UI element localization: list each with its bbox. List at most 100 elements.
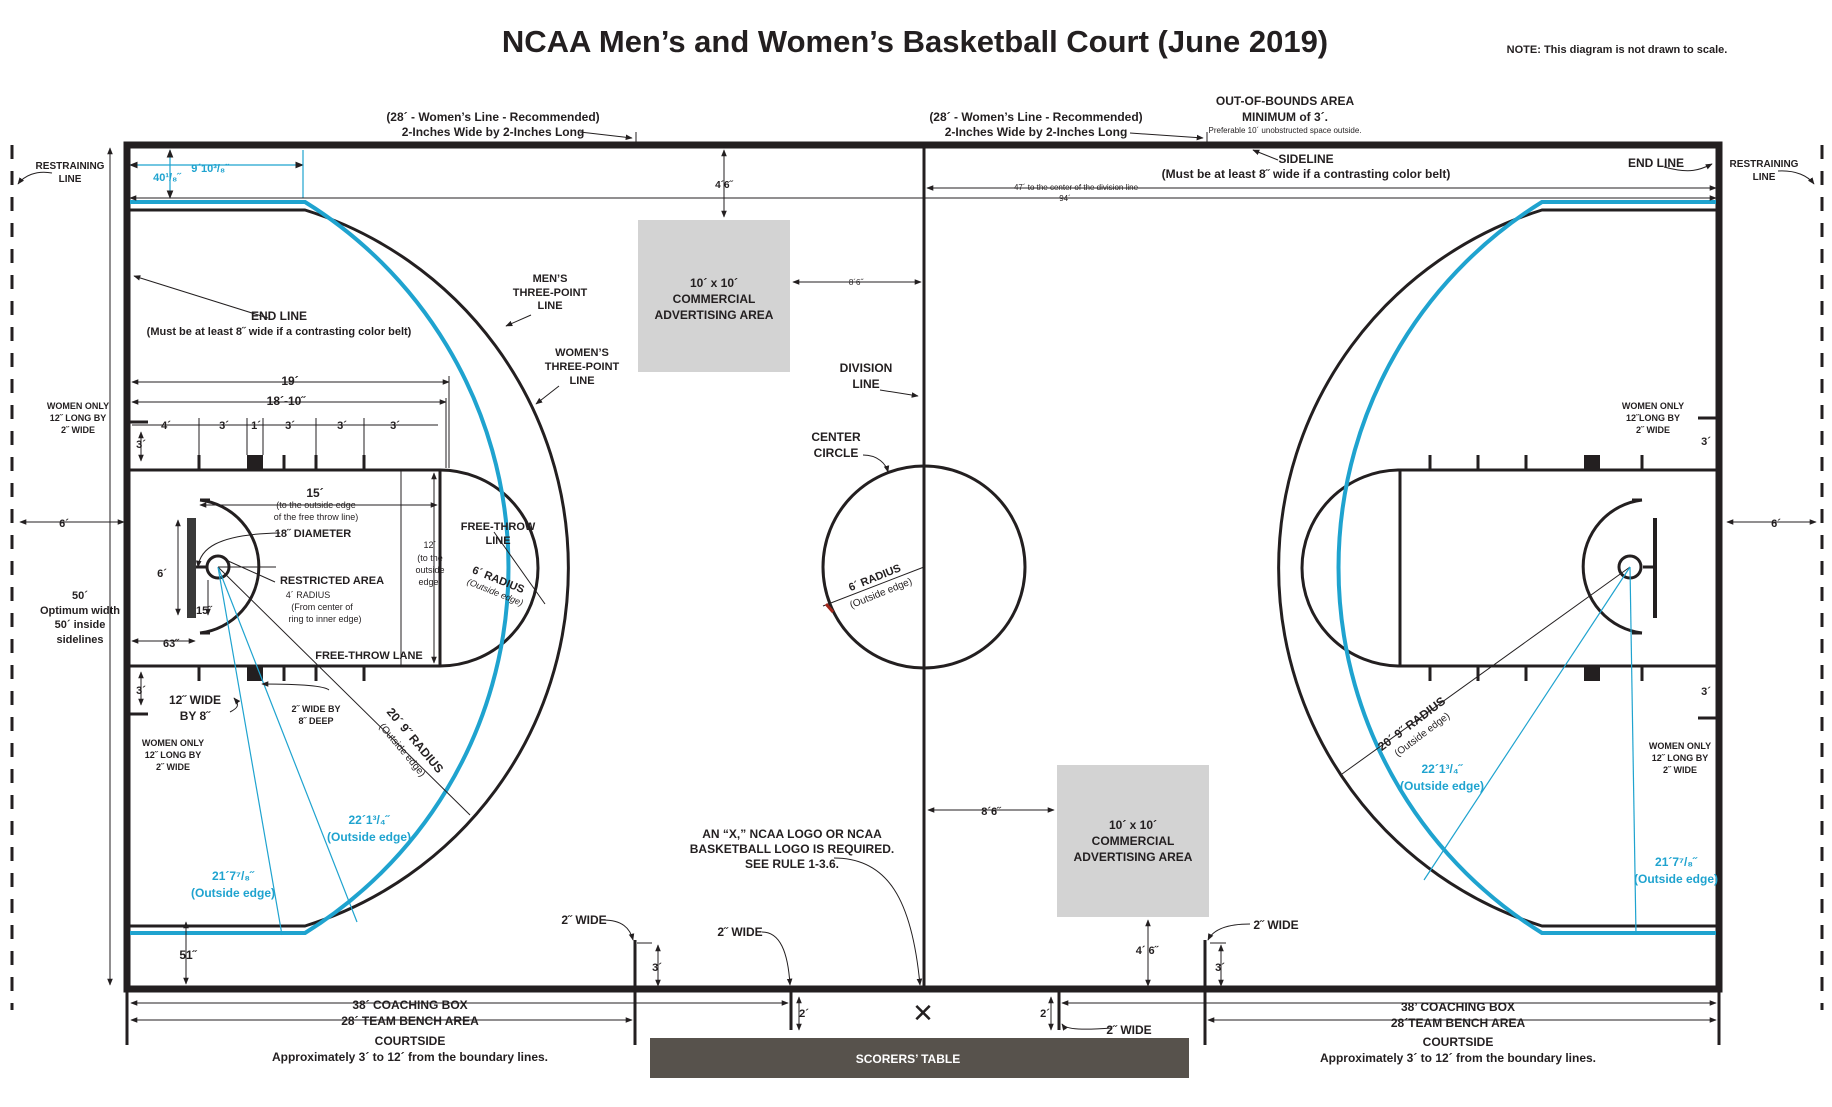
restraining-right-2: LINE [1753,172,1776,183]
dim-3-left-bottom: 3´ [136,685,146,697]
mens-3pt-2: THREE-POINT [513,287,588,299]
dim-21-left-2: (Outside edge) [191,886,275,900]
left-womens-three-point-line [130,200,511,935]
ad-top-3: ADVERTISING AREA [655,308,774,322]
dim-40: 40¹/₈˝ [153,172,182,184]
ad-top-1: 10´ x 10´ [690,276,738,290]
dim-15-1: 15´ [306,486,323,500]
dim-3b: 3´ [285,420,295,432]
dim-63: 63˝ [163,638,180,650]
two-wide-2: 2˝ WIDE [717,925,762,939]
top-dimensions [17,131,1815,987]
dim-3-box-right: 3´ [1215,962,1225,974]
restricted-4: ring to inner edge) [288,614,361,624]
dim-12-1: 12´ [423,540,436,550]
two-wide-deep-1: 2˝ WIDE BY [291,704,340,714]
left-mens-three-point-line [130,208,570,928]
women-only-r5: 12˝ LONG BY [1652,753,1709,763]
restricted-2: 4´ RADIUS [286,590,331,600]
scale-note: NOTE: This diagram is not drawn to scale… [1507,44,1728,56]
left-20-9-radius-line [217,566,471,816]
restraining-right-1: RESTRAINING [1730,159,1799,170]
left-lane [127,420,540,716]
women-only-r2: 12˝LONG BY [1626,413,1680,423]
dim-1: 1´ [251,420,261,432]
dim-2-right: 2´ [1040,1008,1050,1020]
dim-3-right-top: 3´ [1701,436,1711,448]
end-line-right-label: END LINE [1628,156,1684,170]
left-21-radius-line [217,566,283,936]
women-only-l5: 12˝ LONG BY [145,750,202,760]
dim-50-2: Optimum width [40,605,120,617]
ad-bottom-3: ADVERTISING AREA [1074,850,1193,864]
division-1: DIVISION [840,361,893,375]
coach-right-2: 28´TEAM BENCH AREA [1391,1016,1526,1030]
women-only-r1: WOMEN ONLY [1622,401,1684,411]
free-throw-lane: FREE-THROW LANE [315,650,423,662]
women-only-l2: 12˝ LONG BY [50,413,107,423]
dim-3c: 3´ [337,420,347,432]
oob-label-2: MINIMUM of 3´. [1242,110,1328,124]
two-wide-deep-2: 8˝ DEEP [298,716,333,726]
womens-line-right-2: 2-Inches Wide by 2-Inches Long [945,125,1128,139]
center-radius-line [822,566,925,607]
dim-8-6-bottom: 8´6˝ [981,806,1002,818]
dim-3d: 3´ [390,420,400,432]
dim-47: 47´ to the center of the division line [1014,183,1139,192]
restricted-3: (From center of [291,602,353,612]
end-line-left-2: (Must be at least 8˝ wide if a contrasti… [147,326,412,338]
dim-15in: 15˝ [196,605,213,617]
dim-9-10: 9´10³/₈˝ [191,163,230,175]
women-only-l6: 2˝ WIDE [156,762,190,772]
dim-51: 51˝ [179,948,197,962]
two-wide-4: 2˝ WIDE [1253,918,1298,932]
dim-3a: 3´ [219,420,229,432]
left-court-dimensions [19,147,1817,986]
dim-18-diameter: 18˝ DIAMETER [275,528,351,540]
two-wide-1: 2˝ WIDE [561,913,606,927]
ad-bottom-1: 10´ x 10´ [1109,818,1157,832]
right-21-radius-line [1629,566,1637,936]
right-lane [1300,416,1716,720]
two-wide-3: 2˝ WIDE [1106,1023,1151,1037]
dim-50-1: 50´ [72,590,88,602]
dim-4-6-bottom: 4´ 6˝ [1136,945,1160,957]
ad-area-bottom [1057,765,1209,917]
ad-top-2: COMMERCIAL [673,292,756,306]
coach-right-1: 38’ COACHING BOX [1401,1000,1515,1014]
dim-21-right-1: 21´7⁷/₈˝ [1655,855,1698,869]
dim-6-left: 6´ [59,518,69,530]
coach-left-1: 38´ COACHING BOX [352,998,467,1012]
womens-line-left-2: 2-Inches Wide by 2-Inches Long [402,125,585,139]
right-mens-three-point-line [1277,208,1716,928]
center-x-mark: ✕ [912,998,934,1028]
sideline-label-2: (Must be at least 8˝ wide if a contrasti… [1162,167,1451,181]
dim-22-left-2: (Outside edge) [327,830,411,844]
dim-6-right: 6´ [1771,518,1781,530]
free-throw-1: FREE-THROW [461,521,536,533]
dim-19: 19´ [281,374,298,388]
right-22-radius-line [1423,566,1631,881]
dim-2-left: 2´ [799,1008,809,1020]
dim-6-backboard: 6´ [157,568,167,580]
logo-3: SEE RULE 1-3.6. [745,857,839,871]
labels: (28´ - Women’s Line - Recommended) 2-Inc… [36,94,1799,1065]
women-only-l1: WOMEN ONLY [47,401,109,411]
womens-3pt-1: WOMEN’S [555,347,609,359]
restraining-left-2: LINE [59,174,82,185]
logo-2: BASKETBALL LOGO IS REQUIRED. [690,842,894,856]
dim-21-right-2: (Outside edge) [1634,872,1718,886]
dim-3-right-bottom: 3´ [1701,686,1711,698]
left-22-radius-line [217,566,358,923]
dim-4-6-top: 4´6˝ [715,180,733,191]
courtside-right-1: COURTSIDE [1423,1035,1494,1049]
center-circle-1: CENTER [811,430,861,444]
restraining-left-1: RESTRAINING [36,161,105,172]
dim-50-3: 50´ inside [55,619,106,631]
courtside-left-1: COURTSIDE [375,1034,446,1048]
women-only-l4: WOMEN ONLY [142,738,204,748]
dim-15-3: of the free throw line) [274,512,359,522]
dim-22-right-2: (Outside edge) [1400,779,1484,793]
oob-label-3: Preferable 10´ unobstructed space outsid… [1209,126,1362,135]
